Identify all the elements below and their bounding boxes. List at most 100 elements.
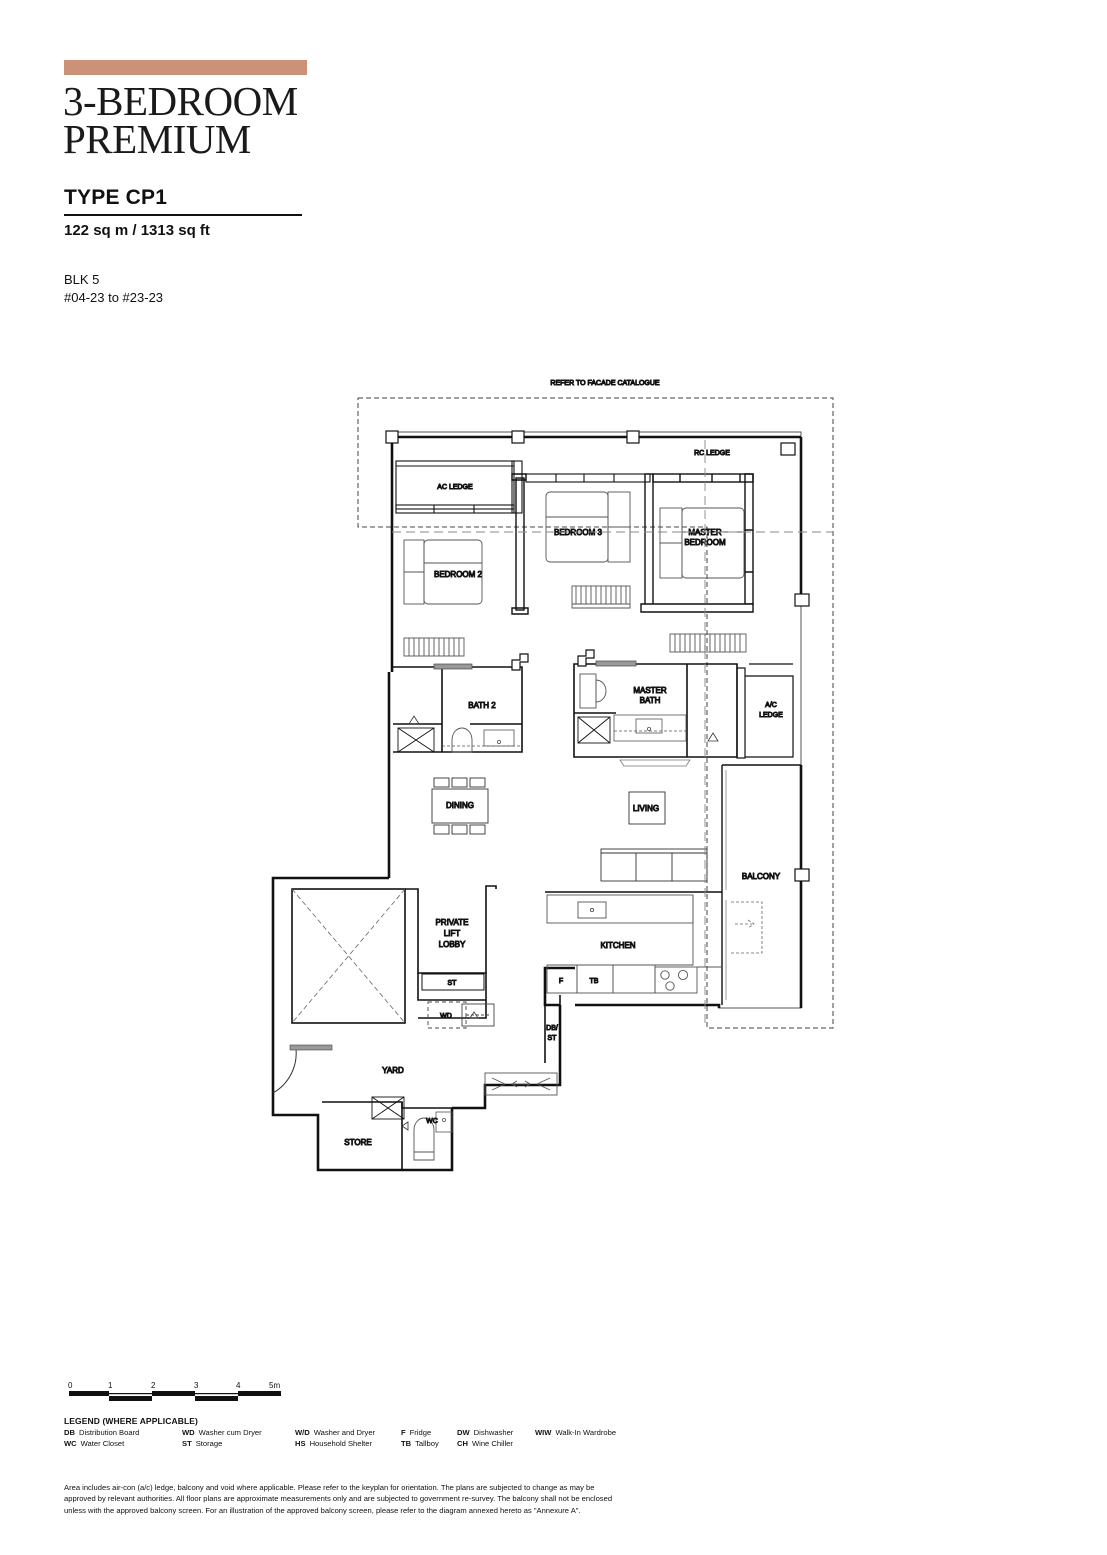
kitchen-counters (546, 894, 722, 994)
block-label: BLK 5 (64, 272, 100, 287)
legend-item-wc: WC Water Closet (64, 1438, 182, 1449)
bath2-walls (393, 666, 523, 753)
balcony-screen-swing (731, 901, 763, 954)
legend-text-wc: Water Closet (80, 1439, 125, 1448)
legend-abbr-ch: CH (457, 1439, 468, 1448)
floor-trap-bath-2 (408, 715, 420, 725)
legend-item-tb: TB Tallboy (401, 1438, 457, 1449)
label-wc: WC (426, 1118, 438, 1125)
label-rc-ledge: RC LEDGE (694, 450, 730, 457)
floor-trap-master-bath (707, 732, 719, 742)
legend-item-f: F Fridge (401, 1427, 457, 1438)
legend: DB Distribution Board WD Washer cum Drye… (64, 1427, 684, 1449)
label-balcony: BALCONY (742, 872, 781, 881)
legend-abbr-f: F (401, 1428, 406, 1437)
bed-bedroom-2 (403, 539, 483, 605)
shower-bath-2 (397, 727, 435, 753)
label-fridge: F (559, 978, 563, 985)
bath2-door (433, 663, 473, 670)
title-line-1: 3-BEDROOM (63, 78, 298, 124)
legend-title: LEGEND (WHERE APPLICABLE) (64, 1416, 198, 1426)
structural-walls (271, 435, 803, 1172)
bed-master-bedroom (659, 507, 745, 579)
master-bath-entry-mat (619, 759, 691, 767)
label-ac-ledge: AC LEDGE (437, 484, 473, 491)
label-db-st: DB/ST (546, 1025, 558, 1042)
bathtub-master-bath (579, 673, 607, 709)
legend-item-wiw: WIW Walk-In Wardrobe (535, 1427, 616, 1438)
basin-bath-2 (442, 729, 522, 747)
basin-wc (435, 1111, 453, 1133)
legend-abbr-hs: HS (295, 1439, 306, 1448)
bed-bedroom-3 (545, 491, 631, 563)
label-store: STORE (344, 1138, 371, 1147)
scale-segments (69, 1391, 281, 1401)
lift-shaft (291, 888, 406, 1024)
legend-abbr-wc: WC (64, 1439, 77, 1448)
legend-text-tb: Tallboy (415, 1439, 439, 1448)
legend-text-db: Distribution Board (78, 1428, 140, 1437)
toilet-wc (413, 1117, 435, 1161)
legend-item-dw: DW Dishwasher (457, 1427, 535, 1438)
master-bath-door (595, 660, 637, 667)
legend-abbr-dw: DW (457, 1428, 470, 1437)
wardrobe-bedroom-2 (403, 637, 465, 657)
label-yard: YARD (382, 1066, 404, 1075)
label-bedroom-3: BEDROOM 3 (554, 528, 603, 537)
dining-table (431, 777, 489, 835)
window-markers (385, 430, 810, 882)
legend-item-ch: CH Wine Chiller (457, 1438, 535, 1449)
legend-text-f: Fridge (409, 1428, 432, 1437)
unit-range-label: #04-23 to #23-23 (64, 290, 164, 305)
master-bedroom-walls (640, 473, 754, 613)
centre-axis-lines (392, 440, 833, 1028)
type-divider (64, 214, 302, 216)
unit-area-label: 122 sq m / 1313 sq ft (64, 222, 210, 239)
shower-wc (371, 1096, 405, 1120)
yard-door-swing (272, 1044, 333, 1094)
label-tallboy: TB (590, 978, 599, 985)
label-kitchen: KITCHEN (600, 941, 635, 950)
legend-text-wiw: Walk-In Wardrobe (555, 1428, 617, 1437)
yard-bench (484, 1072, 558, 1096)
scale-bar: 0 1 2 3 4 5m (66, 1380, 296, 1406)
legend-text-ch: Wine Chiller (471, 1439, 513, 1448)
sofa-living (600, 848, 708, 882)
legend-text-hs: Household Shelter (309, 1439, 373, 1448)
legend-item-wd: WD Washer cum Dryer (182, 1427, 295, 1438)
legend-abbr-w-d: W/D (295, 1428, 310, 1437)
wall-jambs (511, 649, 595, 671)
legend-abbr-db: DB (64, 1428, 75, 1437)
vanity-master-bath (613, 714, 687, 742)
ac-ledge-right (736, 663, 794, 759)
facade-note: REFER TO FACADE CATALOGUE (550, 380, 660, 387)
washer-dryer-box (427, 1001, 467, 1029)
title-line-2: PREMIUM (63, 116, 251, 162)
scale-tick-4: 4 (236, 1381, 241, 1390)
wc-bath-2 (451, 727, 473, 753)
wc-door-marker (401, 1121, 409, 1131)
accent-bar (64, 60, 307, 75)
scale-tick-2: 2 (151, 1381, 156, 1390)
sink-lobby (461, 1003, 495, 1027)
rc-ledge-outline (390, 431, 802, 1009)
unit-type-label: TYPE CP1 (64, 186, 168, 209)
label-washer-dryer: WD (440, 1013, 452, 1020)
shower-master-bath (577, 716, 611, 744)
block-info: BLK 5 #04-23 to #23-23 (64, 271, 163, 307)
wardrobe-master-bedroom (669, 633, 747, 653)
legend-abbr-tb: TB (401, 1439, 412, 1448)
master-bath-walls (573, 663, 738, 758)
wardrobe-bedroom-3 (571, 585, 631, 609)
scale-tick-1: 1 (108, 1381, 113, 1390)
page-title: 3-BEDROOM PREMIUM (63, 78, 483, 162)
db-st-column (544, 968, 561, 1063)
legend-abbr-st: ST (182, 1439, 192, 1448)
legend-item-st: ST Storage (182, 1438, 295, 1449)
scale-tick-3: 3 (194, 1381, 199, 1390)
legend-text-wd: Washer cum Dryer (198, 1428, 262, 1437)
legend-text-w-d: Washer and Dryer (313, 1428, 376, 1437)
